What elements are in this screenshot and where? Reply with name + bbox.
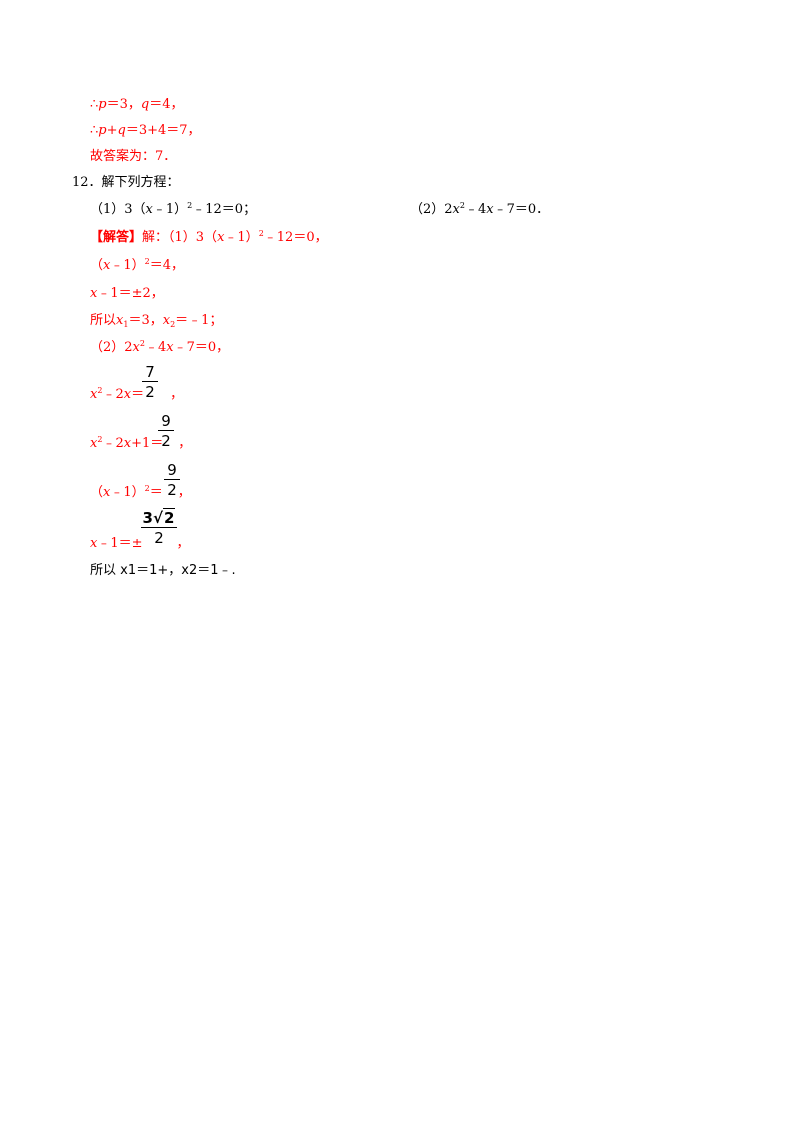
solution-line-pq: ∴p＝3，q＝4， [90, 97, 184, 112]
fraction-3-root-2-over-2: 3√2 2 [141, 508, 177, 546]
answer-step-2: （x﹣1）2＝4， [90, 257, 185, 274]
answer-step-4: 所以x1＝3，x2＝﹣1； [90, 313, 223, 329]
sqrt-symbol: √ [152, 509, 163, 527]
answer-step-9: x﹣1＝±， [90, 536, 190, 551]
answer-step-5: （2）2x2﹣4x﹣7＝0， [90, 339, 230, 356]
question-12-title: 12．解下列方程： [72, 175, 180, 190]
final-answer-line: 所以 x1＝1+，x2＝1﹣. [90, 563, 236, 578]
answer-header: 【解答】解：（1）3（x﹣1）2﹣12＝0， [90, 229, 328, 246]
answer-step-8: （x﹣1）2＝， [90, 484, 191, 501]
answer-line: 故答案为：7． [90, 149, 177, 164]
question-12-part-2: （2）2x2﹣4x﹣7＝0． [410, 201, 550, 218]
answer-step-3: x﹣1＝±2， [90, 286, 164, 301]
question-12-part-1: （1）3（x﹣1）2﹣12＝0； [90, 201, 257, 218]
answer-step-7: x2﹣2x+1＝， [90, 435, 192, 452]
answer-step-6: x2﹣2x＝， [90, 386, 184, 403]
solution-line-sum: ∴p+q＝3+4＝7， [90, 123, 201, 138]
answer-tag: 【解答】 [90, 230, 143, 245]
